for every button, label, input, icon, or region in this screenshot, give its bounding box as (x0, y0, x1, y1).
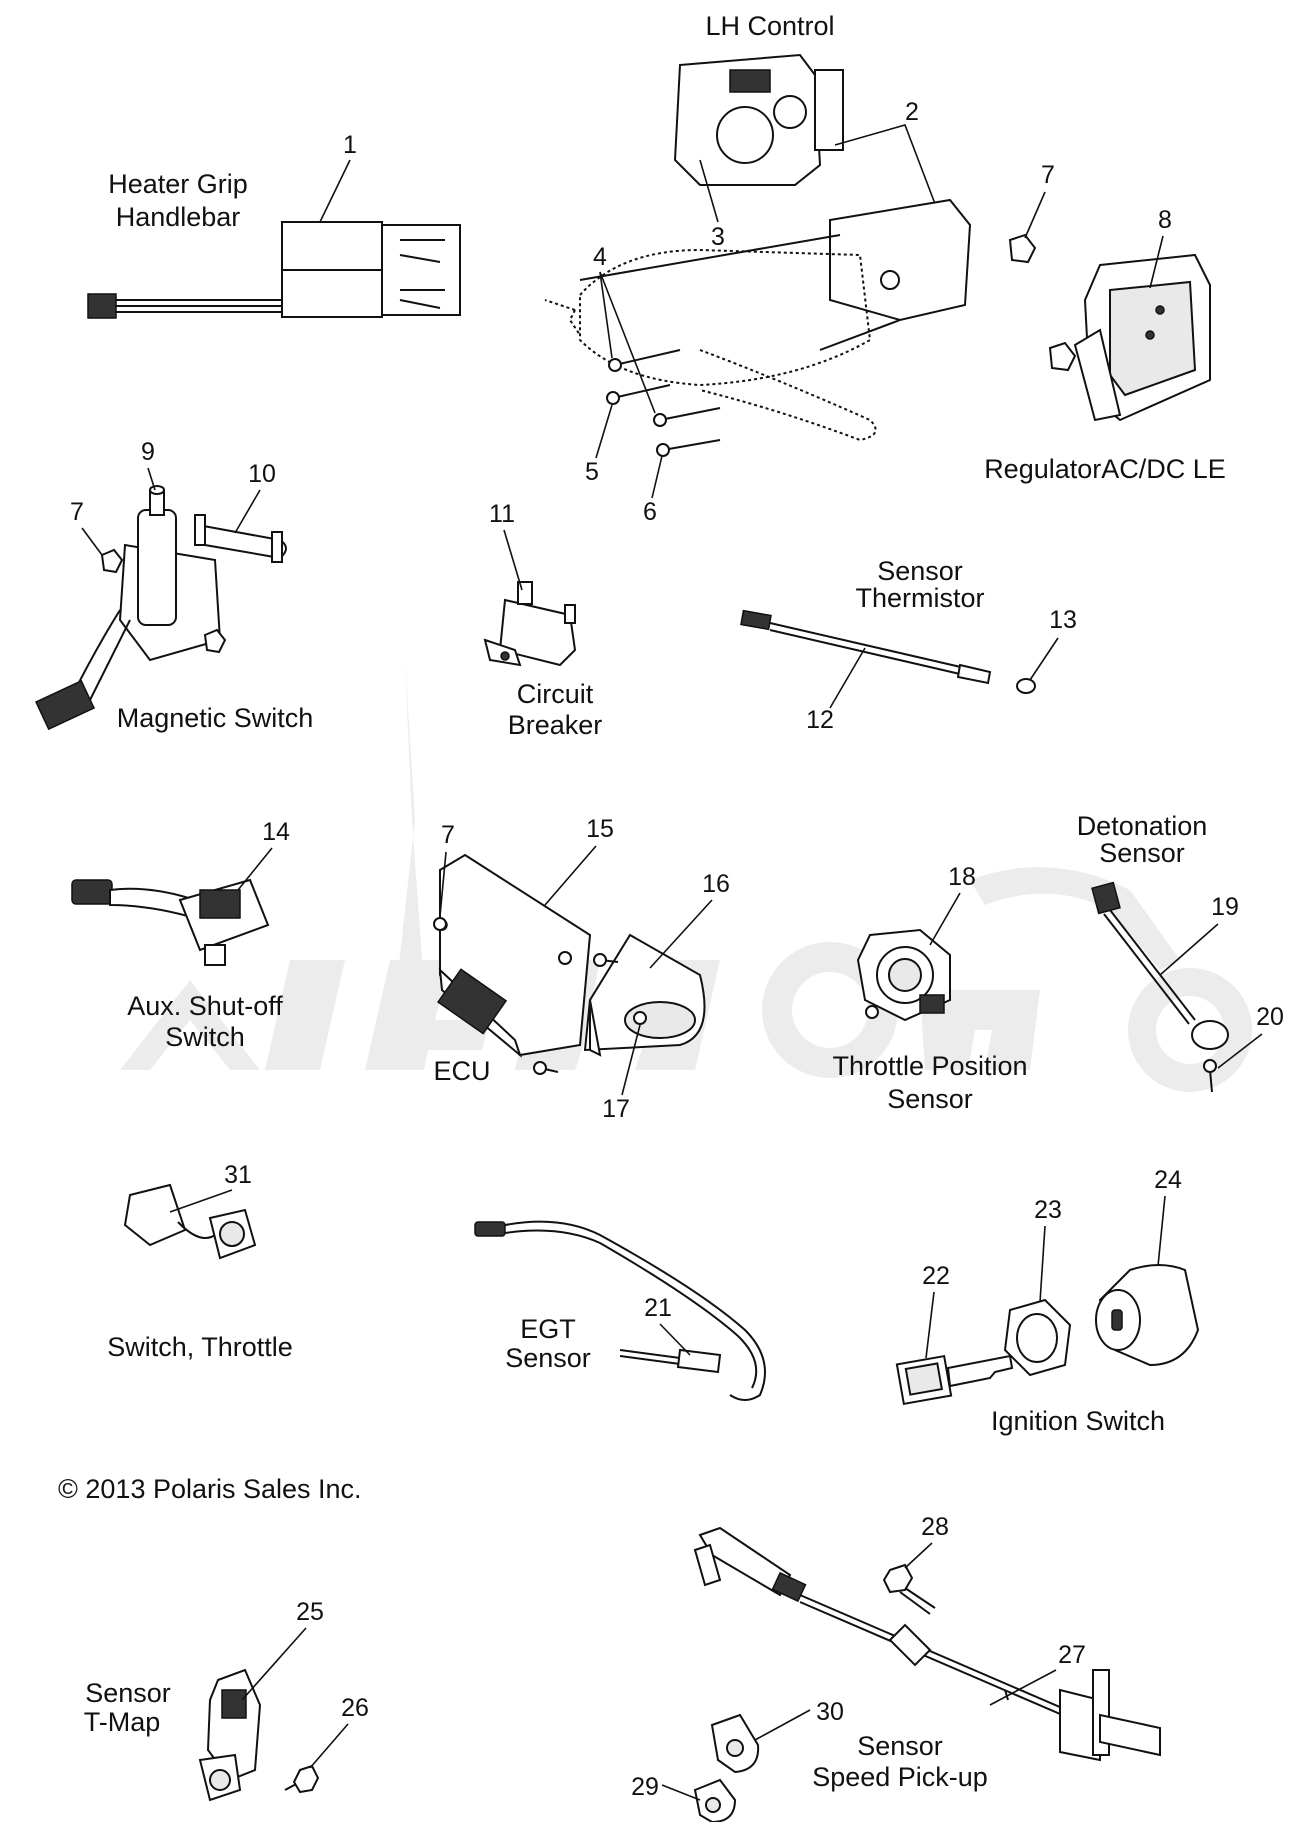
sensor-tmap (198, 1668, 262, 1802)
circuit-breaker (483, 581, 577, 667)
callout-2: 2 (905, 98, 919, 126)
callout-29: 29 (631, 1773, 659, 1801)
screw-26 (284, 1764, 320, 1794)
ecu-label: ECU (433, 1056, 490, 1086)
bracket-10 (194, 514, 287, 563)
ignition-key (895, 1354, 1014, 1406)
callout-5: 5 (585, 458, 599, 486)
lh-control-housing-assembly (544, 198, 972, 442)
aux-shutoff-label-line2: Switch (165, 1022, 245, 1052)
callout-24: 24 (1154, 1166, 1182, 1194)
aux-shutoff-switch (71, 878, 270, 966)
callout-20: 20 (1256, 1003, 1284, 1031)
clip-29 (693, 1778, 737, 1822)
throttle-switch (123, 1183, 257, 1260)
callout-30: 30 (816, 1698, 844, 1726)
magnetic-switch (35, 485, 227, 731)
callout-7-magnetic: 7 (70, 498, 84, 526)
speed-pickup-label-line2: Speed Pick-up (812, 1762, 988, 1792)
bolt-28 (882, 1563, 936, 1615)
sensor-thermistor-label-line2: Thermistor (855, 583, 984, 613)
tps-label-line2: Sensor (887, 1084, 973, 1114)
detonation-sensor-label-line1: Detonation (1077, 811, 1208, 841)
callout-8: 8 (1158, 206, 1172, 234)
callout-12: 12 (806, 706, 834, 734)
callout-7-ecu: 7 (441, 821, 455, 849)
ecu-hardware (433, 917, 647, 1075)
sensor-thermistor-label-line1: Sensor (877, 556, 963, 586)
circuit-breaker-label-line2: Breaker (508, 710, 603, 740)
ignition-switch-label: Ignition Switch (991, 1406, 1165, 1436)
callout-15: 15 (586, 815, 614, 843)
callout-10: 10 (248, 460, 276, 488)
callout-26: 26 (341, 1694, 369, 1722)
circuit-breaker-label-line1: Circuit (517, 679, 594, 709)
heater-grip-label-line2: Handlebar (116, 202, 241, 232)
callout-11: 11 (489, 500, 515, 528)
callout-9: 9 (141, 438, 155, 466)
heater-grip-label-line1: Heater Grip (108, 169, 248, 199)
sensor-thermistor (740, 609, 1036, 694)
callout-21: 21 (644, 1294, 672, 1322)
sensor-tmap-label-line2: T-Map (84, 1707, 161, 1737)
clip-30 (710, 1713, 760, 1774)
speed-pickup-sensor (693, 1526, 1161, 1762)
tps-label-line1: Throttle Position (832, 1051, 1027, 1081)
callout-25: 25 (296, 1598, 324, 1626)
sensor-tmap-label-line1: Sensor (85, 1678, 171, 1708)
callout-6: 6 (643, 498, 657, 526)
ecu-bracket (583, 933, 706, 1057)
callout-22: 22 (922, 1262, 950, 1290)
callout-23: 23 (1034, 1196, 1062, 1224)
callout-31: 31 (224, 1161, 252, 1189)
speed-pickup-label-line1: Sensor (857, 1731, 943, 1761)
callout-7-regulator: 7 (1041, 161, 1055, 189)
egt-sensor (474, 1220, 766, 1401)
throttle-position-sensor (856, 928, 951, 1022)
magnetic-switch-label: Magnetic Switch (117, 703, 314, 733)
egt-sensor-label-line1: EGT (520, 1314, 576, 1344)
callout-4: 4 (593, 243, 607, 271)
callout-18: 18 (948, 863, 976, 891)
detonation-sensor (1091, 881, 1229, 1093)
callout-17: 17 (602, 1095, 630, 1123)
callout-19: 19 (1211, 893, 1239, 921)
heater-grip-handlebar (87, 221, 461, 319)
lh-control-label: LH Control (705, 11, 834, 41)
callout-3: 3 (711, 223, 725, 251)
callout-27: 27 (1058, 1641, 1086, 1669)
ignition-nut (1003, 1298, 1072, 1377)
switch-throttle-label: Switch, Throttle (107, 1332, 293, 1362)
callout-16: 16 (702, 870, 730, 898)
regulator-ac-dc (1008, 233, 1211, 422)
screws-4-5-6 (606, 349, 721, 457)
callout-13: 13 (1049, 606, 1077, 634)
egt-sensor-label-line2: Sensor (505, 1343, 591, 1373)
callout-14: 14 (262, 818, 290, 846)
lh-control-switch (673, 53, 844, 186)
regulator-label: RegulatorAC/DC LE (984, 454, 1226, 484)
copyright-notice: © 2013 Polaris Sales Inc. (58, 1474, 362, 1504)
detonation-sensor-label-line2: Sensor (1099, 838, 1185, 868)
callout-28: 28 (921, 1513, 949, 1541)
aux-shutoff-label-line1: Aux. Shut-off (127, 991, 283, 1021)
callout-1: 1 (343, 131, 357, 159)
ignition-switch-body (1095, 1264, 1200, 1367)
